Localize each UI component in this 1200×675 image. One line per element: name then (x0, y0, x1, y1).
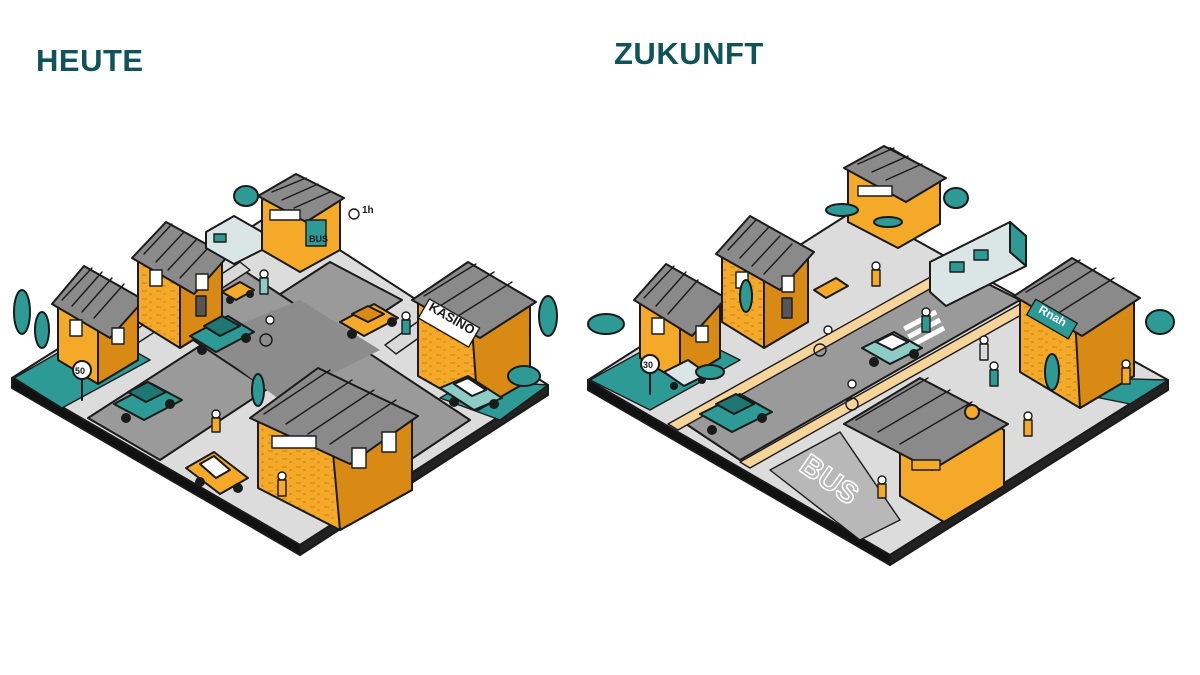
speed-limit-sign-30: 30 (640, 354, 660, 395)
cargo-bike (813, 277, 849, 299)
speed-limit-sign-50: 50 (72, 360, 92, 401)
car-future-light (861, 331, 923, 367)
car-yellow-2 (185, 451, 249, 495)
scene-today: BUS 1h KASINO (11, 173, 558, 556)
umbrella-icon (873, 216, 903, 228)
car-yellow-1 (339, 303, 399, 339)
window (195, 273, 209, 291)
house-future-tall (715, 215, 815, 349)
casino-building: KASINO (411, 261, 537, 411)
speed-limit-label-future: 30 (643, 360, 653, 370)
door (781, 297, 793, 319)
people-future (813, 261, 1131, 499)
trees-future (587, 187, 1175, 391)
van-grey (205, 215, 263, 265)
road-center-today (200, 300, 380, 400)
heading-future: ZUKUNFT (614, 36, 764, 71)
bus-lane (769, 431, 901, 541)
car-future-teal (699, 393, 773, 435)
house-small-left (51, 265, 145, 385)
tree-left (13, 185, 558, 407)
door (195, 295, 207, 317)
umbrella-icon (825, 203, 859, 217)
house-tall (131, 221, 229, 349)
window (69, 319, 83, 337)
car-yellow-parked (221, 281, 255, 304)
base-slab-future-edge-right (889, 379, 1169, 566)
car-teal-2 (189, 315, 255, 355)
window (111, 327, 125, 345)
heading-today: HEUTE (36, 43, 144, 78)
window (351, 447, 367, 469)
window (149, 269, 163, 287)
car-teal-1 (113, 381, 183, 423)
scene-future: BUS (587, 145, 1175, 566)
speed-limit-label-today: 50 (75, 366, 85, 376)
clock-icon (348, 208, 360, 220)
bus-stop-label: BUS (309, 234, 328, 244)
window (695, 325, 709, 343)
shop-top-today: BUS 1h (257, 173, 374, 273)
house-future-left (633, 263, 727, 383)
front-shop-today (249, 367, 419, 531)
cafe-top-future (825, 145, 947, 249)
post-horn-icon (964, 404, 980, 420)
window (781, 275, 795, 293)
pedestrians-today (211, 269, 411, 497)
window (651, 317, 665, 335)
parking-time-label: 1h (362, 205, 374, 216)
window (381, 431, 397, 453)
tram (929, 221, 1027, 307)
car-teal-parked (439, 375, 503, 411)
post-pavilion (843, 377, 1009, 523)
